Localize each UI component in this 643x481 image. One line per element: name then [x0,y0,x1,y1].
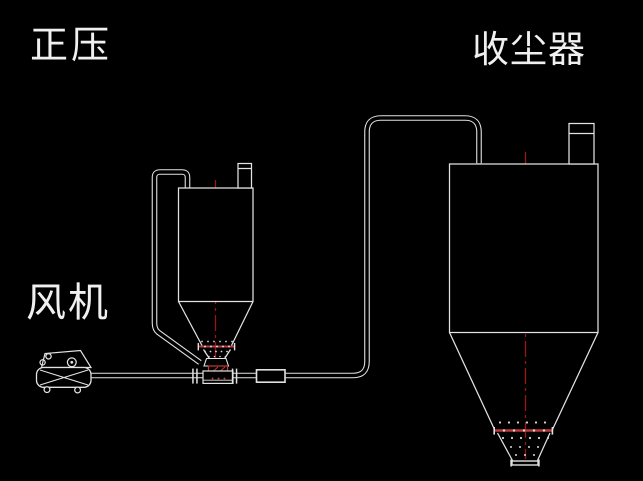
label-positive-pressure: 正压 [30,25,113,67]
label-dust-collector: 收尘器 [472,30,586,71]
dust-collector-bottom-flange [510,459,540,467]
dust-collector-body [448,163,599,334]
rotary-valve [192,357,238,384]
blower-foot-wheel [43,386,51,394]
blower-pulley-small-2 [39,359,46,366]
pipe-coupling-box [255,368,286,383]
blower-pulley-small [45,352,52,360]
valve-body [202,370,234,384]
vent-pipe [151,169,202,365]
blower-pulley-large [66,357,77,368]
dust-collector-outlet-stub [568,122,595,165]
dust-collector-cone [448,332,599,461]
feed-hopper-body [177,187,254,303]
dust-collector [448,122,599,467]
valve-flange-bars [192,368,238,384]
feed-hopper-bolt-dots [201,340,233,358]
blower [35,349,93,394]
blower-cross-brace [39,369,89,386]
dust-collector-bolt-dots [498,421,550,456]
label-fan: 风机 [26,280,110,325]
feed-hopper [177,162,254,362]
conveying-pipe [285,115,482,379]
valve-inlet-spout [203,357,230,367]
blower-foot-wheel-2 [74,386,82,394]
feed-hopper-top-stub [237,162,253,189]
